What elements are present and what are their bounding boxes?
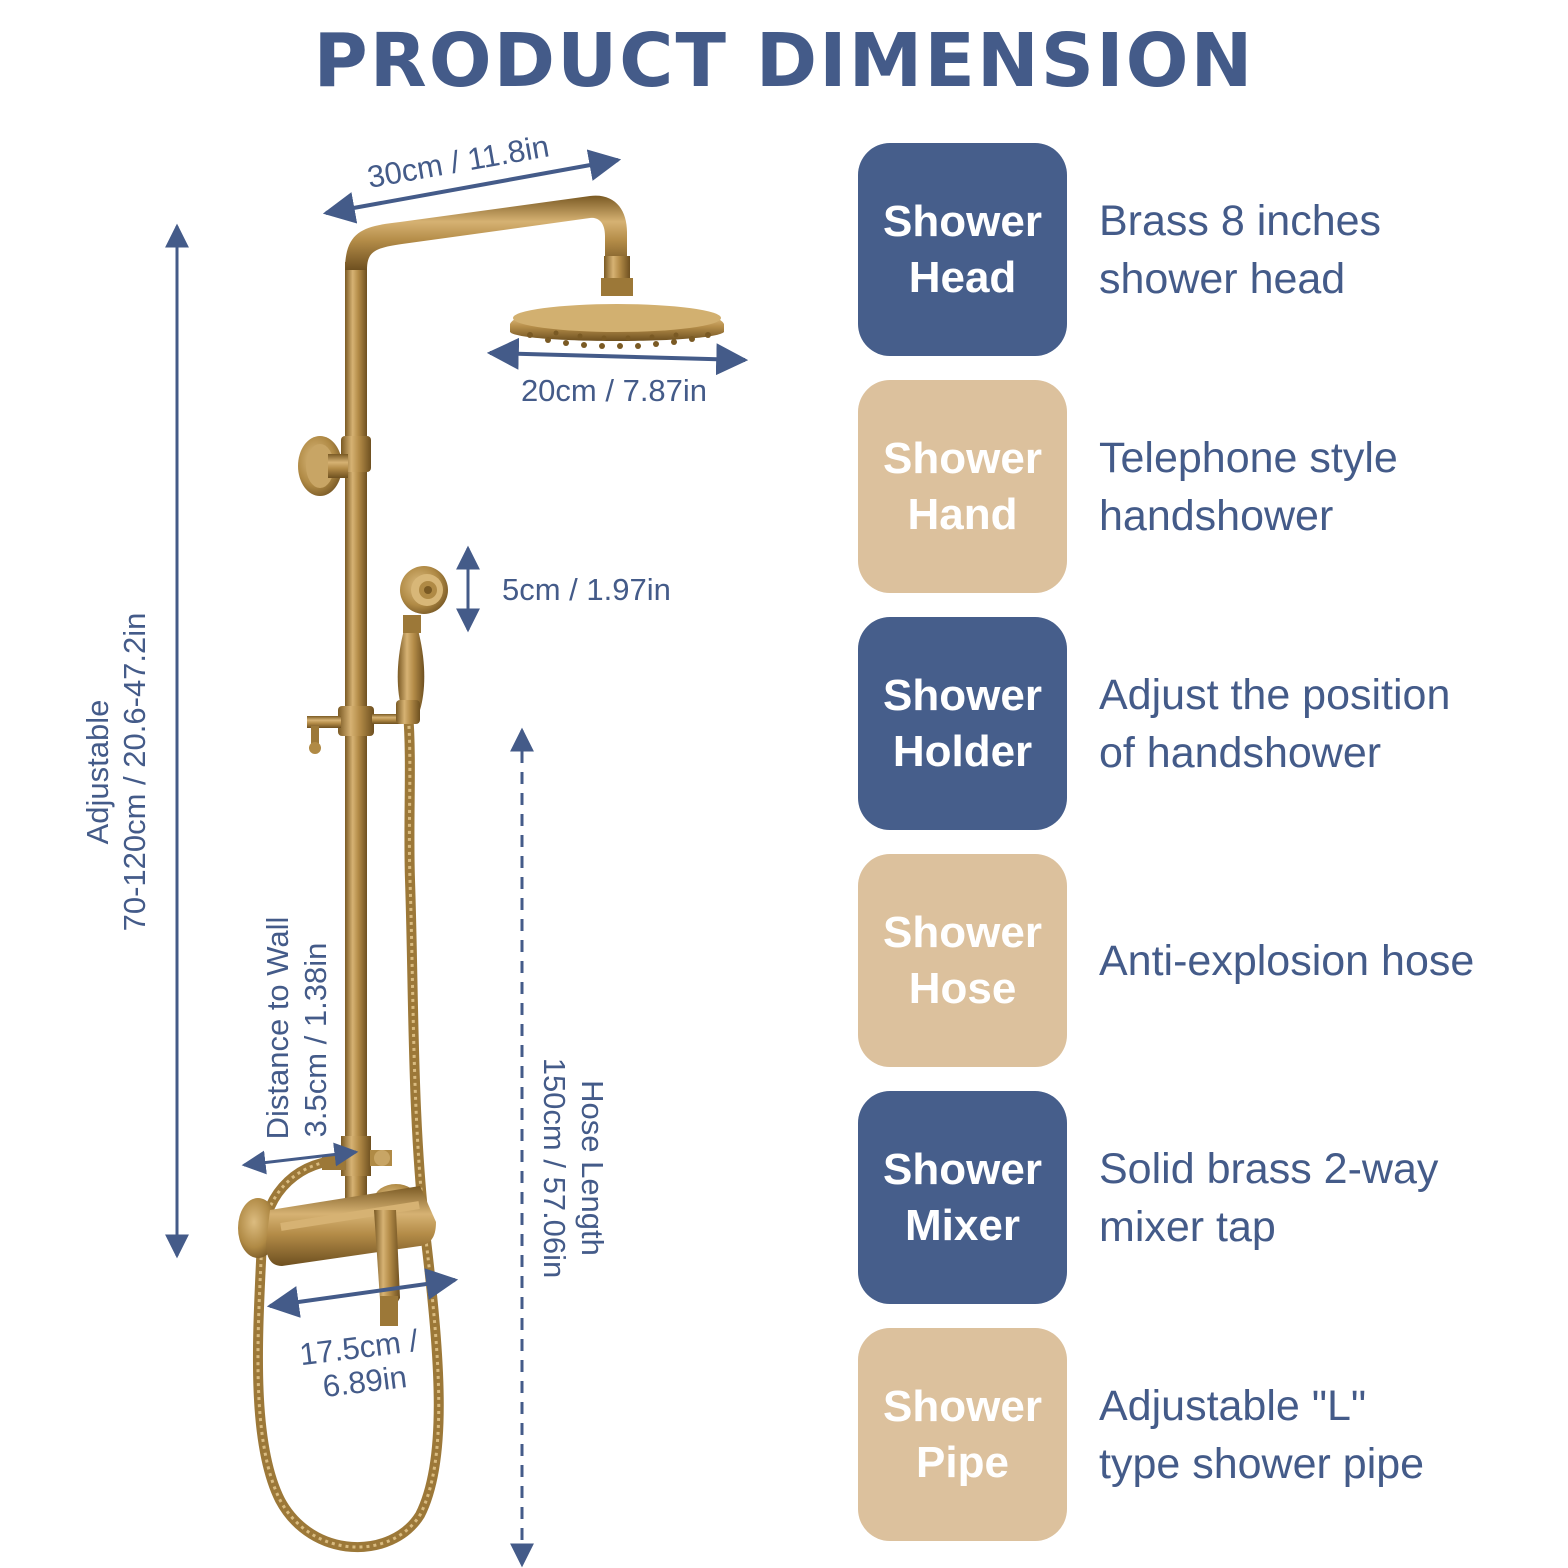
feature-description: Solid brass 2-way mixer tap [1099,1091,1559,1304]
desc-line1: Anti-explosion hose [1099,936,1475,985]
hose-length-value: 150cm / 57.06in [537,1058,572,1279]
desc-line1: Brass 8 inches [1099,196,1382,245]
feature-list: Shower Head Brass 8 inches shower head S… [858,143,1558,1565]
badge-line1: Shower [883,1144,1042,1194]
adjustable-value: 70-120cm / 20.6-47.2in [117,613,152,932]
badge-shower-head: Shower Head [858,143,1067,356]
desc-line1: Solid brass 2-way [1099,1144,1439,1193]
desc-line2: shower head [1099,254,1346,303]
badge-shower-mixer: Shower Mixer [858,1091,1067,1304]
desc-line2: type shower pipe [1099,1439,1425,1488]
shower-holder [307,700,420,754]
feature-description: Telephone style handshower [1099,380,1559,593]
top-arm-arrow [322,149,622,224]
feature-shower-head: Shower Head Brass 8 inches shower head [858,143,1558,356]
feature-shower-mixer: Shower Mixer Solid brass 2-way mixer tap [858,1091,1558,1304]
feature-description: Anti-explosion hose [1099,854,1559,1067]
badge-line2: Holder [892,726,1033,776]
feature-shower-hand: Shower Hand Telephone style handshower [858,380,1558,593]
feature-description: Adjustable "L" type shower pipe [1099,1328,1559,1541]
shower-mixer [238,1184,436,1326]
feature-description: Adjust the position of handshower [1099,617,1559,830]
badge-shower-hand: Shower Hand [858,380,1067,593]
badge-shower-hose: Shower Hose [858,854,1067,1067]
hose-length-title: Hose Length [575,1080,610,1256]
badge-line2: Mixer [905,1200,1020,1250]
mixer-width-arrow [266,1268,459,1318]
badge-line1: Shower [883,1381,1042,1431]
feature-shower-hose: Shower Hose Anti-explosion hose [858,854,1558,1067]
desc-line2: handshower [1099,491,1334,540]
badge-line1: Shower [883,907,1042,957]
desc-line1: Adjustable "L" [1099,1381,1367,1430]
wall-distance-value: 3.5cm / 1.38in [298,943,333,1138]
wall-bracket [298,436,348,496]
product-diagram: 30cm / 11.8in 20cm / 7.87in 5cm / 1.97in… [80,128,749,1568]
badge-shower-holder: Shower Holder [858,617,1067,830]
badge-line1: Shower [883,670,1042,720]
badge-line1: Shower [883,433,1042,483]
feature-shower-holder: Shower Holder Adjust the position of han… [858,617,1558,830]
handshower [397,566,448,710]
desc-line2: of handshower [1099,728,1382,777]
badge-line2: Hand [907,489,1018,539]
badge-line2: Head [908,252,1017,302]
page-title: PRODUCT DIMENSION [313,18,1255,104]
desc-line1: Adjust the position [1099,670,1451,719]
feature-description: Brass 8 inches shower head [1099,143,1559,356]
badge-line2: Hose [908,963,1017,1013]
feature-shower-pipe: Shower Pipe Adjustable "L" type shower p… [858,1328,1558,1541]
shower-arm [345,195,627,270]
dimension-lines [165,149,749,1568]
shower-head [510,304,724,349]
desc-line2: mixer tap [1099,1202,1276,1251]
handshower-label: 5cm / 1.97in [502,572,671,607]
wall-distance-title: Distance to Wall [260,917,295,1140]
badge-shower-pipe: Shower Pipe [858,1328,1067,1541]
badge-line1: Shower [883,196,1042,246]
badge-line2: Pipe [916,1437,1009,1487]
adjustable-title: Adjustable [80,700,115,845]
desc-line1: Telephone style [1099,433,1398,482]
wall-distance-arrow [241,1142,359,1175]
head-diameter-label: 20cm / 7.87in [521,373,707,408]
head-diameter-arrow [486,337,749,376]
top-arm-label: 30cm / 11.8in [365,128,552,194]
